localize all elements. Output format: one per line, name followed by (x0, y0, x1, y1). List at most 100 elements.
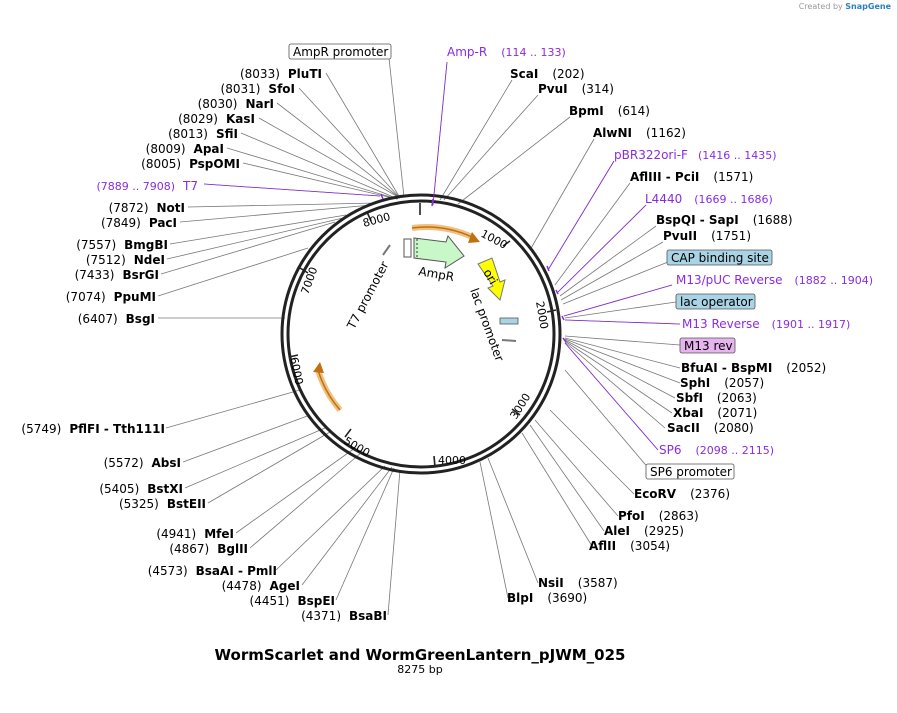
site-pfoi[interactable]: PfoI(2863) (618, 509, 699, 523)
leader-bpmi (457, 116, 571, 205)
site-pvui[interactable]: PvuI(314) (538, 82, 614, 96)
ampr-feature[interactable] (413, 234, 465, 270)
site-blpi[interactable]: BlpI(3690) (507, 591, 587, 605)
lac-operator-label: lac operator (680, 295, 753, 309)
site-bsgi[interactable]: (6407)BsgI (78, 312, 155, 326)
site-pflfi-tth111i[interactable]: (5749)PflFI - Tth111I (21, 422, 165, 436)
leader-nari (276, 102, 401, 199)
site-pluti[interactable]: (8033)PluTI (240, 67, 322, 81)
ampr-promoter-box[interactable] (288, 43, 392, 60)
leader-alwni (529, 138, 595, 251)
leader-afliii (554, 182, 631, 286)
site-bspqi-sapi[interactable]: BspQI - SapI(1688) (656, 213, 793, 227)
site-mfei[interactable]: (4941)MfeI (156, 527, 234, 541)
site-paci[interactable]: (7849)PacI (101, 216, 177, 230)
site-alwni[interactable]: AlwNI(1162) (593, 126, 686, 140)
lac-operator-box[interactable] (675, 293, 756, 310)
site-bpmi[interactable]: BpmI(614) (569, 104, 650, 118)
site-ppumi[interactable]: (7074)PpuMI (66, 290, 156, 304)
cds-arc-top-arrow (468, 232, 480, 243)
site-aflii[interactable]: AflII(3054) (589, 539, 670, 553)
cap-binding-box[interactable] (666, 249, 773, 266)
site-bspei[interactable]: (4451)BspEI (250, 594, 335, 608)
m13-rev-box[interactable] (679, 337, 736, 354)
site-bsabi[interactable]: (4371)BsaBI (301, 609, 387, 623)
sp6-promoter-label: SP6 promoter (650, 465, 732, 479)
t7-promoter-label: T7 promoter (344, 259, 392, 332)
m13-reverse-feature-label[interactable]: M13 Reverse(1901 .. 1917) (682, 317, 850, 331)
leader-bfuai (564, 337, 681, 369)
tick-2000: 2000 (533, 300, 551, 330)
site-apai[interactable]: (8009)ApaI (146, 142, 224, 156)
ampr-promoter-feature[interactable] (403, 238, 412, 258)
leader-bglii (249, 451, 363, 549)
site-ndei[interactable]: (7512)NdeI (86, 253, 165, 267)
cap-binding-label: CAP binding site (671, 251, 769, 265)
credit-prefix: Created by (798, 2, 843, 11)
sp6-feature-label[interactable]: SP6(2098 .. 2115) (659, 443, 774, 457)
site-afliii-pcii[interactable]: AflIII - PciI(1571) (630, 170, 753, 184)
leader-bsaai (275, 465, 386, 571)
site-agei[interactable]: (4478)AgeI (222, 579, 300, 593)
leader-xbai (564, 340, 673, 414)
lac-operator-feature[interactable] (499, 317, 519, 325)
leader-pflfi (165, 389, 301, 429)
ori-feature[interactable] (477, 257, 506, 301)
site-sbfi[interactable]: SbfI(2063) (676, 391, 757, 405)
site-nari[interactable]: (8030)NarI (198, 97, 274, 111)
leader-alei (529, 424, 605, 532)
site-ecorv[interactable]: EcoRV(2376) (634, 487, 730, 501)
m13-puc-reverse-feature-label[interactable]: M13/pUC Reverse(1882 .. 1904) (676, 273, 873, 287)
t7-feature-label[interactable]: (7889 .. 7908)T7 (96, 179, 198, 193)
site-pvuii[interactable]: PvuII(1751) (663, 229, 751, 243)
pbr322ori-feature-label[interactable]: pBR322ori-F(1416 .. 1435) (614, 148, 777, 162)
site-absi[interactable]: (5572)AbsI (104, 456, 181, 470)
site-sfoi[interactable]: (8031)SfoI (221, 82, 295, 96)
site-bsrgi[interactable]: (7433)BsrGI (75, 268, 159, 282)
site-bsteii[interactable]: (5325)BstEII (119, 497, 206, 511)
leader-sp6promoter (564, 369, 651, 471)
leader-bsabi (387, 469, 401, 616)
site-sacii[interactable]: SacII(2080) (667, 421, 754, 435)
tick-6000: 6000 (287, 356, 306, 386)
leader-sfii (240, 132, 399, 200)
site-bglii[interactable]: (4867)BglII (169, 542, 248, 556)
site-sphi[interactable]: SphI(2057) (680, 376, 764, 390)
leader-ndei (166, 217, 344, 260)
site-nsii[interactable]: NsiI(3587) (538, 576, 618, 590)
site-bmgbi[interactable]: (7557)BmgBI (76, 238, 168, 252)
leader-apai (226, 147, 398, 200)
plasmid-backbone (280, 193, 562, 475)
site-alei[interactable]: AleI(2925) (604, 524, 684, 538)
site-noti[interactable]: (7872)NotI (109, 201, 185, 215)
site-scai[interactable]: ScaI(202) (510, 67, 585, 81)
leader-bspei (335, 467, 395, 601)
t7-promoter-mark (382, 244, 391, 256)
amp-r-feature-label[interactable]: Amp-R(114 .. 133) (447, 45, 566, 59)
leader-bsteii (207, 431, 331, 504)
site-sfii[interactable]: (8013)SfiI (168, 127, 238, 141)
leader-pfoi (534, 419, 619, 517)
site-bsaai-pmli[interactable]: (4573)BsaAI - PmlI (148, 564, 277, 578)
tick-4000: 4000 (438, 454, 466, 467)
leader-sacii (564, 341, 666, 429)
leader-scai (439, 79, 513, 201)
leader-absi (182, 414, 311, 463)
site-bfuai-bspmi[interactable]: BfuAI - BspMI(2052) (681, 361, 826, 375)
site-bstxi[interactable]: (5405)BstXI (99, 482, 183, 496)
ruler-labels: 1000 2000 3000 4000 5000 6000 7000 8000 (287, 210, 551, 467)
site-pspomi[interactable]: (8005)PspOMI (141, 157, 240, 171)
leader-ppumi (157, 247, 309, 297)
leader-ampr-promoter (388, 57, 405, 198)
site-xbai[interactable]: XbaI(2071) (673, 406, 757, 420)
tick-3000: 3000 (508, 391, 534, 422)
leader-blpi (479, 461, 509, 599)
site-kasi[interactable]: (8029)KasI (178, 112, 255, 126)
leader-nsii (487, 457, 539, 584)
leader-sbfi (564, 339, 676, 399)
l4440-feature-label[interactable]: L4440(1669 .. 1686) (645, 192, 773, 206)
sp6-promoter-box[interactable] (645, 463, 735, 480)
left-labels: AmpR promoter (8033)PluTI (8031)SfoI (80… (21, 43, 392, 623)
leader-paci (179, 204, 373, 223)
plasmid-size: 8275 bp (397, 663, 443, 676)
